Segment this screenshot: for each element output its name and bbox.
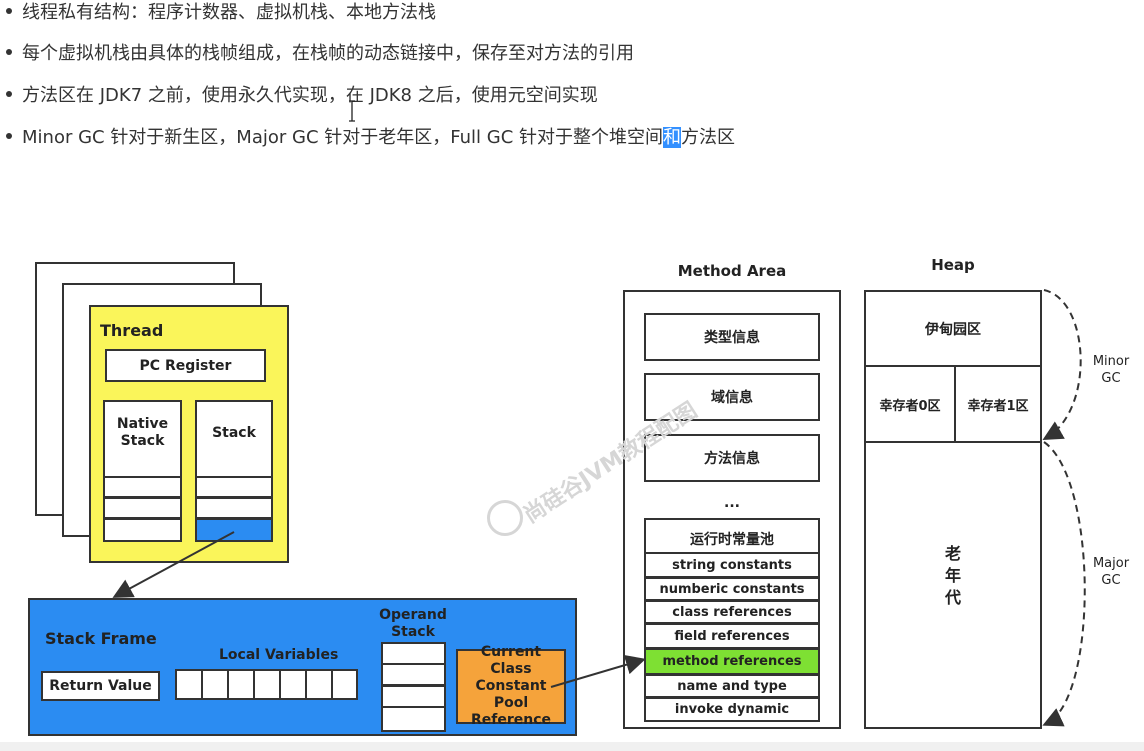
bullet-dot bbox=[6, 8, 12, 14]
native-stack-slot bbox=[103, 476, 182, 498]
bullet-item: 线程私有结构：程序计数器、虚拟机栈、本地方法栈 bbox=[6, 0, 436, 26]
local-variable-slot bbox=[175, 669, 203, 700]
class-info: 类型信息 bbox=[644, 313, 820, 361]
bullet-text: Minor GC 针对于新生区，Major GC 针对于老年区，Full GC … bbox=[22, 127, 663, 148]
major-gc-label: Major GC bbox=[1092, 556, 1130, 588]
runtime-pool-entry: class references bbox=[644, 600, 820, 624]
local-variable-slot bbox=[279, 669, 307, 700]
bullet-item: 每个虚拟机栈由具体的栈帧组成，在栈帧的动态链接中，保存至对方法的引用 bbox=[6, 41, 634, 67]
major-gc-arrow bbox=[1042, 441, 1086, 727]
local-variable-slot bbox=[305, 669, 333, 700]
minor-gc-arrow bbox=[1042, 289, 1082, 440]
local-variable-slot bbox=[227, 669, 255, 700]
return-value: Return Value bbox=[41, 671, 160, 701]
stack-slot bbox=[195, 476, 273, 498]
bullet-text: 方法区在 JDK7 之前，使用永久代实现，在 JDK8 之后，使用元空间实现 bbox=[22, 85, 598, 106]
thread-title: Thread bbox=[100, 321, 164, 340]
bullet-item: 方法区在 JDK7 之前，使用永久代实现，在 JDK8 之后，使用元空间实现 bbox=[6, 83, 598, 109]
survivor-1: 幸存者1区 bbox=[954, 365, 1042, 443]
minor-gc-label: Minor GC bbox=[1092, 354, 1130, 386]
runtime-pool-entry: string constants bbox=[644, 552, 820, 578]
stack-slot bbox=[195, 497, 273, 519]
operand-stack-label: Operand Stack bbox=[379, 607, 447, 640]
survivor-0: 幸存者0区 bbox=[864, 365, 956, 443]
text-cursor-icon bbox=[348, 100, 355, 122]
runtime-pool-entry: method references bbox=[644, 648, 820, 675]
method-info: 方法信息 bbox=[644, 434, 820, 482]
bottom-bar bbox=[0, 742, 1144, 751]
runtime-constant-pool-title: 运行时常量池 bbox=[690, 532, 774, 548]
stack-frame-title: Stack Frame bbox=[45, 629, 157, 648]
runtime-pool-entry: invoke dynamic bbox=[644, 697, 820, 722]
native-stack-label: Native Stack bbox=[116, 416, 169, 449]
runtime-pool-entry: field references bbox=[644, 623, 820, 649]
field-info: 域信息 bbox=[644, 373, 820, 421]
method-area-title: Method Area bbox=[677, 262, 787, 280]
bullet-text: 每个虚拟机栈由具体的栈帧组成，在栈帧的动态链接中，保存至对方法的引用 bbox=[22, 43, 634, 64]
bullet-text: 线程私有结构：程序计数器、虚拟机栈、本地方法栈 bbox=[22, 2, 436, 23]
local-variable-slot bbox=[201, 669, 229, 700]
local-variable-slot bbox=[331, 669, 358, 700]
constant-pool-reference: Current Class Constant Pool Reference bbox=[456, 644, 566, 728]
bullet-dot bbox=[6, 133, 12, 139]
native-stack-slot bbox=[103, 497, 182, 519]
heap-title: Heap bbox=[931, 256, 975, 274]
more-ellipsis: ... bbox=[724, 495, 740, 511]
bullet-dot bbox=[6, 49, 12, 55]
operand-stack-slot bbox=[381, 663, 446, 686]
stack-label: Stack bbox=[212, 425, 256, 441]
bullet-dot bbox=[6, 91, 12, 97]
stack-slot-current bbox=[195, 518, 273, 542]
pc-register: PC Register bbox=[105, 349, 266, 382]
operand-stack-slot bbox=[381, 685, 446, 708]
eden-space: 伊甸园区 bbox=[864, 290, 1042, 367]
bullet-text: 方法区 bbox=[680, 127, 735, 148]
local-variable-slot bbox=[253, 669, 281, 700]
local-variables-label: Local Variables bbox=[219, 647, 339, 663]
runtime-pool-entry: name and type bbox=[644, 674, 820, 698]
native-stack-slot bbox=[103, 518, 182, 542]
logo-watermark-icon bbox=[487, 500, 523, 536]
selected-text-highlight[interactable]: 和 bbox=[662, 127, 681, 148]
bullet-item: Minor GC 针对于新生区，Major GC 针对于老年区，Full GC … bbox=[6, 125, 735, 151]
runtime-pool-entry: numberic constants bbox=[644, 577, 820, 601]
old-generation-label: 老 年 代 bbox=[944, 544, 961, 607]
